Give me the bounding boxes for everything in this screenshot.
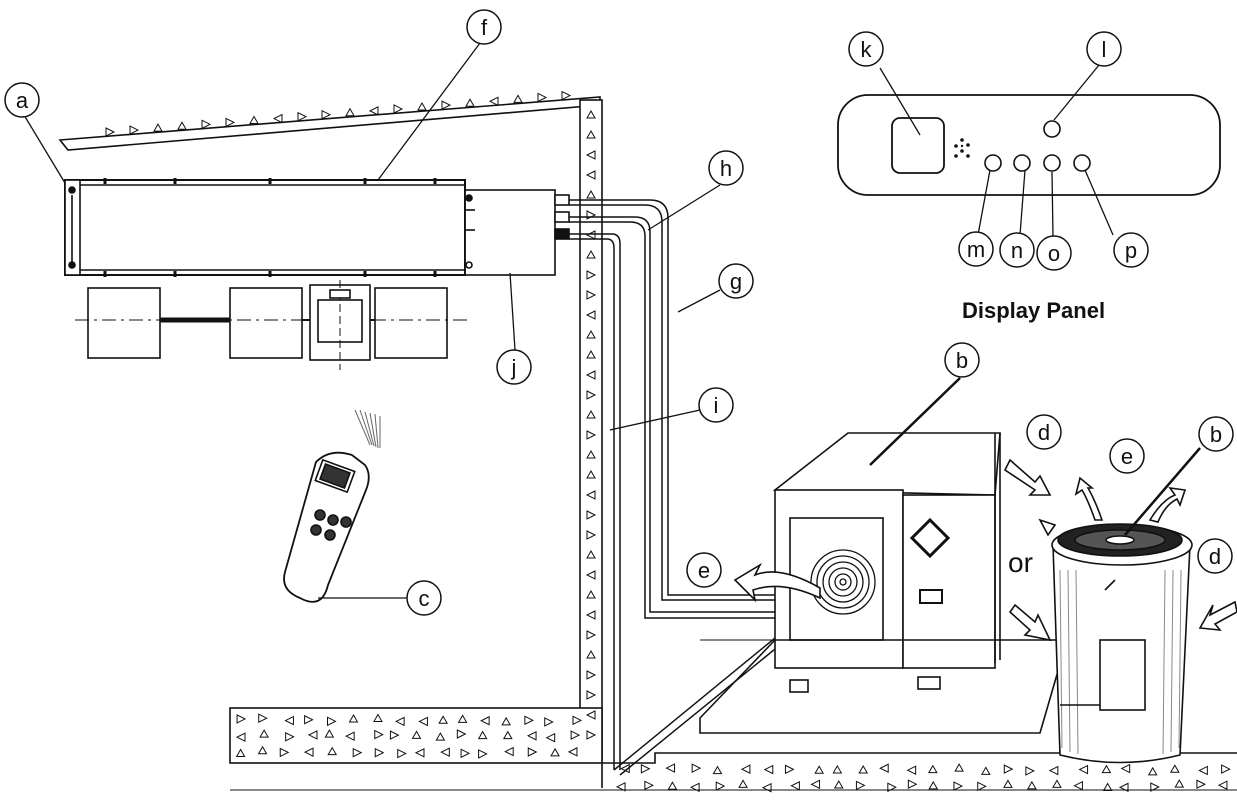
svg-text:g: g <box>730 269 742 294</box>
airflow-arrow-d3 <box>1008 603 1052 642</box>
svg-text:i: i <box>714 393 719 418</box>
svg-text:b: b <box>956 348 968 373</box>
blower-center <box>229 287 303 359</box>
indoor-duct-unit <box>64 178 570 370</box>
indicator-m <box>984 154 1002 172</box>
svg-text:m: m <box>967 237 985 262</box>
callout-p: p <box>1113 232 1149 268</box>
svg-text:j: j <box>511 355 517 380</box>
outdoor-unit-round <box>1038 476 1193 764</box>
callout-k: k <box>848 31 884 67</box>
callouts: a f h g i j b d e b d e c k l m n o p <box>4 9 1234 616</box>
ceiling-slab <box>58 96 601 151</box>
callout-g: g <box>718 263 754 299</box>
indicator-l <box>1043 120 1061 138</box>
airflow-arrow-d1 <box>1003 458 1052 496</box>
callout-o: o <box>1036 235 1072 271</box>
brand-diamond <box>909 517 951 559</box>
svg-text:l: l <box>1102 37 1107 62</box>
svg-text:p: p <box>1125 238 1137 263</box>
svg-text:h: h <box>720 156 732 181</box>
svg-text:d: d <box>1209 544 1221 569</box>
callout-j: j <box>496 349 532 385</box>
callout-a: a <box>4 82 40 118</box>
svg-text:c: c <box>419 586 430 611</box>
svg-text:k: k <box>861 37 873 62</box>
svg-text:d: d <box>1038 420 1050 445</box>
callout-n: n <box>999 232 1035 268</box>
callout-i: i <box>698 387 734 423</box>
or-label: or <box>1008 547 1033 578</box>
callout-f: f <box>466 9 502 45</box>
callout-e2: e <box>686 552 722 588</box>
callout-m: m <box>958 231 994 267</box>
svg-text:n: n <box>1011 238 1023 263</box>
callout-l: l <box>1086 31 1122 67</box>
receiver-dots <box>954 138 970 158</box>
callout-h: h <box>708 150 744 186</box>
svg-text:f: f <box>481 15 488 40</box>
control-box <box>464 189 556 276</box>
outdoor-side <box>902 494 996 669</box>
airflow-arrow-d2 <box>1198 600 1237 631</box>
svg-text:b: b <box>1210 422 1222 447</box>
svg-text:o: o <box>1048 241 1060 266</box>
indicator-o <box>1043 154 1061 172</box>
wall <box>579 99 603 761</box>
base-pad <box>699 639 1069 734</box>
indoor-unit-body <box>64 179 466 276</box>
blower-right <box>374 287 448 359</box>
svg-text:e: e <box>698 558 710 583</box>
display-panel: Display Panel <box>837 94 1221 323</box>
callout-c: c <box>406 580 442 616</box>
display-panel-title: Display Panel <box>962 298 1105 323</box>
display-window <box>891 117 945 174</box>
building-structure <box>58 90 1237 793</box>
fan-grille <box>810 549 876 615</box>
concrete-hatch <box>105 90 1231 793</box>
remote-control <box>283 409 381 603</box>
outdoor-unit-box <box>699 432 1069 734</box>
callout-d2: d <box>1197 538 1233 574</box>
callout-d: d <box>1026 414 1062 450</box>
outdoor-top <box>772 432 1001 496</box>
indicator-p <box>1073 154 1091 172</box>
leader-lines <box>23 42 1201 599</box>
airflow-arrow-in <box>733 562 821 603</box>
indicator-n <box>1013 154 1031 172</box>
callout-e: e <box>1109 438 1145 474</box>
blower-left <box>87 287 161 359</box>
callout-b: b <box>944 342 980 378</box>
svg-text:e: e <box>1121 444 1133 469</box>
ground-line <box>601 752 1237 788</box>
svg-text:a: a <box>16 88 29 113</box>
callout-b2: b <box>1198 416 1234 452</box>
